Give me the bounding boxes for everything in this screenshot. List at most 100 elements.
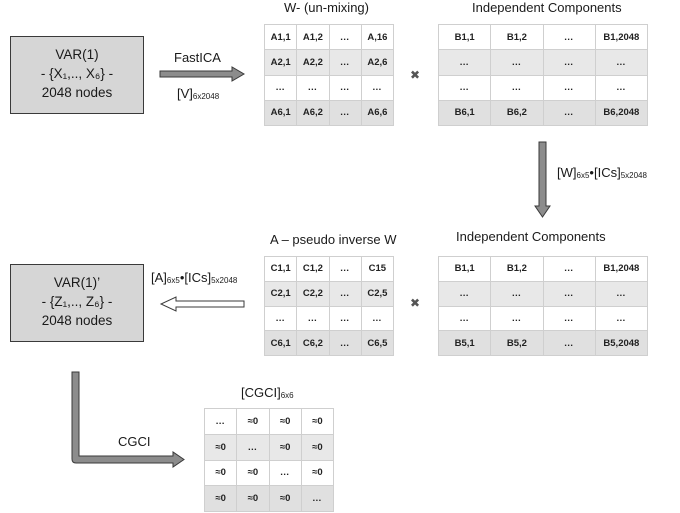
matrix-cell: …: [328, 256, 362, 282]
matrix-cell: B6,2: [490, 99, 544, 127]
matrix-cell: …: [203, 408, 238, 435]
matrix-cell: …: [542, 49, 596, 76]
matrix-row: …………: [437, 74, 649, 101]
matrix-cell: …: [542, 330, 596, 356]
var-top-line3: 2048 nodes: [41, 85, 113, 100]
matrix-cell: …: [490, 49, 544, 76]
matrix-cell: ≈0: [203, 433, 238, 461]
matrix-cell: …: [542, 74, 596, 101]
matrix-cell: ≈0: [300, 408, 335, 435]
matrix-row: …………: [437, 280, 649, 307]
matrix-row: …………: [263, 74, 395, 101]
matrix-cell: B1,2: [490, 256, 544, 282]
fastica-formula: [V]6x2048: [177, 86, 219, 101]
matrix-cell: ≈0: [268, 408, 302, 435]
var-bottom-line1: VAR(1)’: [53, 275, 101, 290]
matrix-cell: ≈0: [268, 485, 302, 512]
matrix-cell: …: [263, 305, 298, 332]
matrix-cell: …: [360, 305, 395, 332]
matrix-cell: …: [542, 23, 596, 51]
a-ics-s1: 6x5: [166, 276, 180, 285]
cgci-title-sub: 6x6: [280, 391, 294, 400]
a-ics-p1: [A]: [151, 270, 167, 285]
matrix-cell: ≈0: [236, 459, 270, 487]
matrix-cell: A2,2: [296, 49, 330, 76]
cgci-elbow-arrow: [71, 371, 185, 468]
times-symbol-bottom: ✖: [410, 296, 421, 310]
matrix-cell: A6,2: [296, 99, 330, 127]
var-bottom-box: VAR(1)’ - {Z₁,.., Z₆} - 2048 nodes: [10, 264, 144, 342]
ic-bottom-title: Independent Components: [456, 229, 606, 244]
matrix-cell: ≈0: [203, 459, 238, 487]
var-top-line2: - {X₁,.., X₆} -: [40, 66, 114, 81]
matrix-row: …≈0≈0≈0: [203, 408, 335, 435]
matrix-cell: …: [296, 305, 330, 332]
matrix-cell: …: [542, 99, 596, 127]
matrix-cell: C1,1: [263, 256, 298, 282]
fastica-formula-sub: 6x2048: [192, 92, 220, 101]
matrix-row: ≈0≈0…≈0: [203, 459, 335, 487]
matrix-cell: …: [594, 280, 649, 307]
matrix-cell: …: [268, 459, 302, 487]
matrix-cell: …: [360, 74, 395, 101]
matrix-cell: B6,2048: [594, 99, 649, 127]
matrix-cell: C2,1: [263, 280, 298, 307]
matrix-cell: C1,2: [296, 256, 330, 282]
matrix-cell: …: [437, 280, 492, 307]
times-symbol-top: ✖: [410, 68, 421, 82]
matrix-cell: B1,1: [437, 256, 492, 282]
matrix-cell: A1,1: [263, 23, 298, 51]
w-ics-p1: [W]: [557, 165, 577, 180]
matrix-cell: ≈0: [268, 433, 302, 461]
matrix-cell: C6,5: [360, 330, 395, 356]
matrix-cell: A2,1: [263, 49, 298, 76]
matrix-cell: …: [437, 49, 492, 76]
w-ics-s2: 5x2048: [620, 171, 647, 180]
matrix-cell: …: [594, 74, 649, 101]
fastica-arrow: [159, 66, 245, 82]
matrix-cell: …: [328, 49, 362, 76]
var-top-box: VAR(1) - {X₁,.., X₆} - 2048 nodes: [10, 36, 144, 114]
matrix-cell: …: [542, 305, 596, 332]
var-bottom-line3: 2048 nodes: [41, 313, 113, 328]
matrix-cell: …: [300, 485, 335, 512]
matrix-cell: A,16: [360, 23, 395, 51]
w-ics-p2: [ICs]: [593, 165, 621, 180]
matrix-cell: C6,2: [296, 330, 330, 356]
matrix-cell: B5,1: [437, 330, 492, 356]
matrix-row: …………: [437, 305, 649, 332]
cgci-matrix-title: [CGCI]6x6: [241, 385, 294, 400]
matrix-row: …………: [437, 49, 649, 76]
fastica-formula-main: [V]: [177, 86, 193, 101]
matrix-cell: ≈0: [236, 408, 270, 435]
matrix-cell: …: [263, 74, 298, 101]
left-arrow: [159, 296, 245, 312]
matrix-cell: …: [437, 305, 492, 332]
matrix-cell: …: [328, 305, 362, 332]
ic-top-title: Independent Components: [472, 0, 622, 15]
matrix-cell: …: [490, 305, 544, 332]
matrix-cell: ≈0: [300, 433, 335, 461]
down-arrow: [534, 141, 551, 218]
matrix-cell: B1,1: [437, 23, 492, 51]
matrix-cell: B1,2048: [594, 23, 649, 51]
fastica-label: FastICA: [174, 50, 221, 65]
var-bottom-line2: - {Z₁,.., Z₆} -: [41, 294, 113, 309]
a-ics-p2: [ICs]: [184, 270, 212, 285]
matrix-cell: B5,2048: [594, 330, 649, 356]
matrix-cell: …: [236, 433, 270, 461]
matrix-cell: B1,2: [490, 23, 544, 51]
a-ics-formula: [A]6x5•[ICs]5x2048: [151, 270, 238, 285]
cgci-label: CGCI: [118, 434, 151, 449]
matrix-cell: A6,1: [263, 99, 298, 127]
